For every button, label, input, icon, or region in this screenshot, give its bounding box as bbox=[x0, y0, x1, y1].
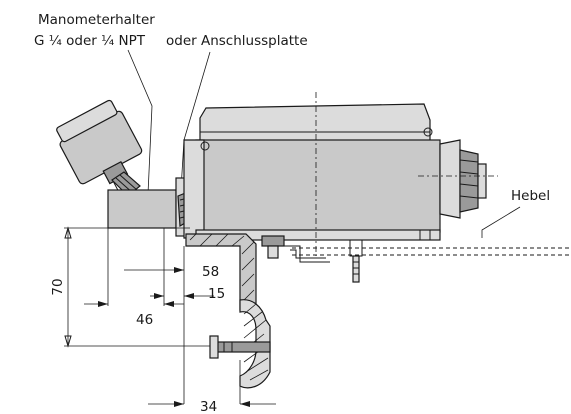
dimension-lines bbox=[64, 226, 276, 407]
dim-15: 15 bbox=[208, 286, 225, 302]
dim-46: 46 bbox=[136, 312, 153, 328]
pressure-gauge bbox=[56, 99, 143, 197]
label-pressure-gauge-holder: Manometerhalter bbox=[38, 12, 155, 28]
leader-lever bbox=[481, 206, 521, 238]
linkage bbox=[261, 235, 330, 263]
lever-outline bbox=[292, 239, 571, 283]
positioner-housing bbox=[183, 103, 487, 241]
dim-58: 58 bbox=[202, 264, 219, 280]
label-connection-plate: oder Anschlussplatte bbox=[166, 33, 308, 49]
dim-34: 34 bbox=[200, 399, 217, 414]
label-lever: Hebel bbox=[511, 188, 550, 204]
leader-gauge-holder bbox=[127, 49, 153, 195]
dim-70: 70 bbox=[50, 278, 66, 295]
label-thread-size: G ¼ oder ¼ NPT bbox=[34, 33, 146, 49]
